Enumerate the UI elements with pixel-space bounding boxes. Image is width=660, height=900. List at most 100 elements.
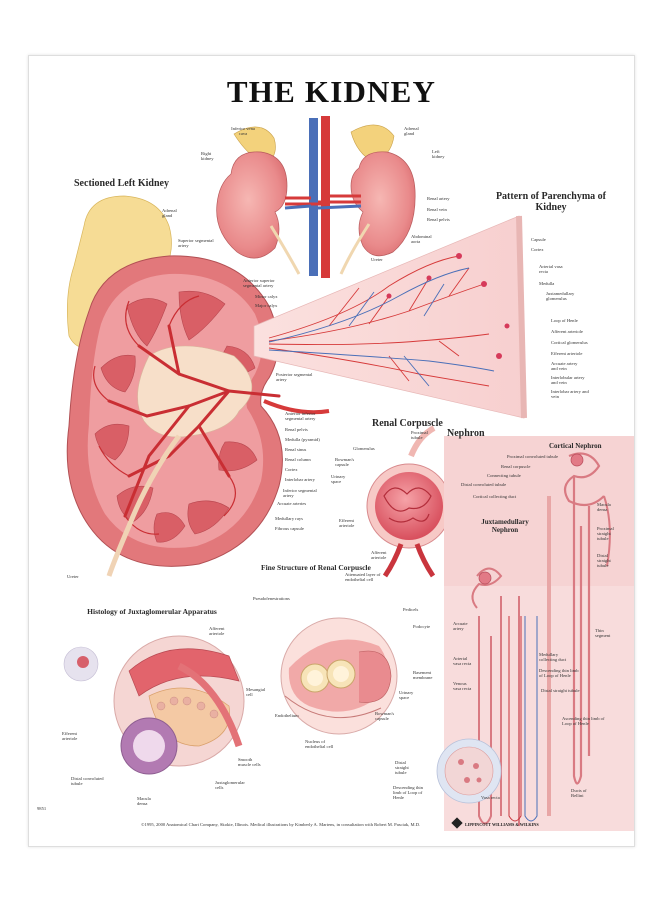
label-minor-calyx: Minor calyx <box>255 294 278 299</box>
label-arcuate-artery-vein: Arcuate artery and vein <box>551 361 578 372</box>
label-arterial-vasa-recta: Arterial vasa recta <box>539 264 563 275</box>
label-efferent-arteriole-corpuscle: Efferent arteriole <box>339 518 355 529</box>
label-adrenal-gland: Adrenal gland <box>162 208 177 219</box>
label-urinary-space: Urinary space <box>331 474 346 485</box>
label-descending-thin-limb-2: Descending thin limb of Loop of Henle <box>393 785 423 801</box>
kidney-illustration <box>63 116 634 831</box>
label-posterior-segmental: Posterior segmental artery <box>276 372 313 383</box>
label-interlobar-artery-vein: Interlobar artery and vein <box>551 389 589 400</box>
label-inferior-vena-cava: Inferior vena cava <box>231 126 255 137</box>
label-medulla-pyramid: Medulla (pyramid) <box>285 437 320 442</box>
label-interlobular-artery-vein: Interlobular artery and vein <box>551 375 585 386</box>
label-mesangial-cell: Mesangial cell <box>246 687 266 698</box>
label-distal-convoluted-tubule-histo: Distal convoluted tubule <box>71 776 104 787</box>
label-inferior-segmental: Inferior segmental artery <box>283 488 317 499</box>
label-abdominal-aorta: Abdominal aorta <box>411 234 432 245</box>
anatomy-poster: THE KIDNEY Sectioned Left Kidney Pattern… <box>28 55 635 847</box>
nephron-panel-drawing <box>436 436 634 831</box>
label-renal-pelvis-top: Renal pelvis <box>427 217 450 222</box>
label-efferent-arteriole-histo: Efferent arteriole <box>62 731 78 742</box>
fine-structure-drawing <box>280 617 398 735</box>
label-anterior-inferior-segmental: Anterior inferior segmental artery <box>285 411 316 422</box>
label-nucleus-endothelial: Nucleus of endothelial cell <box>305 739 334 750</box>
label-medulla: Medulla <box>539 281 555 286</box>
label-pedicels: Pedicels <box>403 607 419 612</box>
label-smooth-muscle-cells: Smooth muscle cells <box>238 757 261 768</box>
heading-nephron: Nephron <box>447 428 485 439</box>
label-arterial-vasa-recta-nephron: Arterial vasa recta <box>453 656 472 667</box>
label-cortical-collecting-duct: Cortical collecting duct <box>473 494 517 499</box>
renal-corpuscle-drawing <box>366 425 452 578</box>
label-left-kidney: Left kidney <box>432 149 445 160</box>
label-renal-pelvis: Renal pelvis <box>285 427 308 432</box>
label-attenuated-layer: Attenuated layer of endothelial cell <box>345 572 381 583</box>
label-major-calyx: Major calyx <box>255 303 278 308</box>
label-parenchyma-cortex: Cortex <box>531 247 544 252</box>
label-venous-vasa-recta: Venous vasa recta <box>453 681 472 692</box>
label-medullary-collecting-duct: Medullary collecting duct <box>539 652 567 663</box>
label-proximal-convoluted-tubule: Proximal convoluted tubule <box>507 454 559 459</box>
label-loop-of-henle: Loop of Henle <box>551 318 578 323</box>
label-bowmans-capsule: Bowman's capsule <box>335 457 355 468</box>
label-bowmans-capsule-fine: Bowman's capsule <box>375 711 395 722</box>
label-distal-convoluted-tubule: Distal convoluted tubule <box>461 482 507 487</box>
label-arcuate-arteries: Arcuate arteries <box>277 501 307 506</box>
label-renal-sinus: Renal sinus <box>285 447 307 452</box>
label-glomerulus: Glomerulus <box>353 446 375 451</box>
publisher-logo-icon <box>451 817 463 829</box>
heading-cortical-nephron: Cortical Nephron <box>549 442 602 450</box>
label-pseudofenestrations: Pseudofenestrations <box>253 596 290 601</box>
label-distal-straight-tubule-3: Distal straight tubule <box>395 760 409 776</box>
label-juxtamedullary-glomerulus: Juxtamedullary glomerulus <box>546 291 575 302</box>
copyright-credit: ©1995, 2000 Anatomical Chart Company, Sk… <box>141 822 421 827</box>
label-podocyte: Podocyte <box>413 624 431 629</box>
label-right-kidney: Right kidney <box>201 151 214 162</box>
label-macula-densa: Macula densa <box>597 502 611 513</box>
heading-parenchyma: Pattern of Parenchyma of Kidney <box>495 191 607 213</box>
label-renal-corpuscle: Renal corpuscle <box>501 464 531 469</box>
publisher-name: LIPPINCOTT WILLIAMS & WILKINS <box>465 822 539 827</box>
heading-renal-corpuscle: Renal Corpuscle <box>372 418 443 429</box>
label-interlobar-artery: Interlobar artery <box>285 477 315 482</box>
label-ureter-top: Ureter <box>371 257 383 262</box>
label-connecting-tubule: Connecting tubule <box>487 473 521 478</box>
label-macula-densa-histo: Macula densa <box>137 796 151 807</box>
label-capsule: Capsule <box>531 237 546 242</box>
label-distal-straight-tubule-2: Distal straight tubule <box>541 688 580 693</box>
label-medullary-rays: Medullary rays <box>275 516 303 521</box>
label-afferent-arteriole-histo: Afferent arteriole <box>209 626 225 637</box>
label-proximal-straight-tubule: Proximal straight tubule <box>597 526 614 542</box>
label-juxtaglomerular-cells: Juxtaglomerular cells <box>215 780 245 791</box>
label-ureter: Ureter <box>67 574 79 579</box>
sectioned-kidney-drawing <box>66 195 330 577</box>
label-cortex: Cortex <box>285 467 298 472</box>
label-endothelium: Endothelium <box>275 713 299 718</box>
label-adrenal-gland-top: Adrenal gland <box>404 126 419 137</box>
label-afferent-arteriole: Afferent arteriole <box>551 329 583 334</box>
heading-histology: Histology of Juxtaglomerular Apparatus <box>87 607 217 616</box>
label-renal-vein: Renal vein <box>427 207 447 212</box>
label-basement-membrane: Basement membrane <box>413 670 433 681</box>
label-arcuate-artery: Arcuate artery <box>453 621 468 632</box>
label-fibrous-capsule: Fibrous capsule <box>275 526 304 531</box>
label-efferent-arteriole: Efferent arteriole <box>551 351 583 356</box>
label-ascending-thin-limb: Ascending thin limb of Loop of Henle <box>562 716 605 727</box>
label-superior-segmental-artery: Superior segmental artery <box>178 238 214 249</box>
heading-juxtamedullary-nephron: Juxtamedullary Nephron <box>481 518 529 534</box>
label-distal-straight-tubule: Distal straight tubule <box>597 553 611 569</box>
page-title: THE KIDNEY <box>226 74 437 109</box>
histology-drawing <box>63 635 245 775</box>
heading-sectioned-kidney: Sectioned Left Kidney <box>74 178 169 189</box>
parenchyma-wedge-drawing <box>253 215 527 419</box>
label-thin-segment: Thin segment <box>595 628 611 639</box>
label-cortical-glomerulus: Cortical glomerulus <box>551 340 588 345</box>
label-renal-artery: Renal artery <box>427 196 450 201</box>
label-proximal-tubule: Proximal tubule <box>411 430 428 441</box>
heading-fine-structure: Fine Structure of Renal Corpuscle <box>261 563 371 572</box>
poster-code: 9851 <box>37 806 47 811</box>
label-vasa-recta: Vasa recta <box>481 795 500 800</box>
label-afferent-arteriole-corpuscle: Afferent arteriole <box>371 550 387 561</box>
label-ducts-of-bellini: Ducts of Bellini <box>571 788 587 799</box>
label-anterior-superior-segmental: Anterior superior segmental artery <box>243 278 275 289</box>
top-kidneys-drawing <box>216 116 416 278</box>
